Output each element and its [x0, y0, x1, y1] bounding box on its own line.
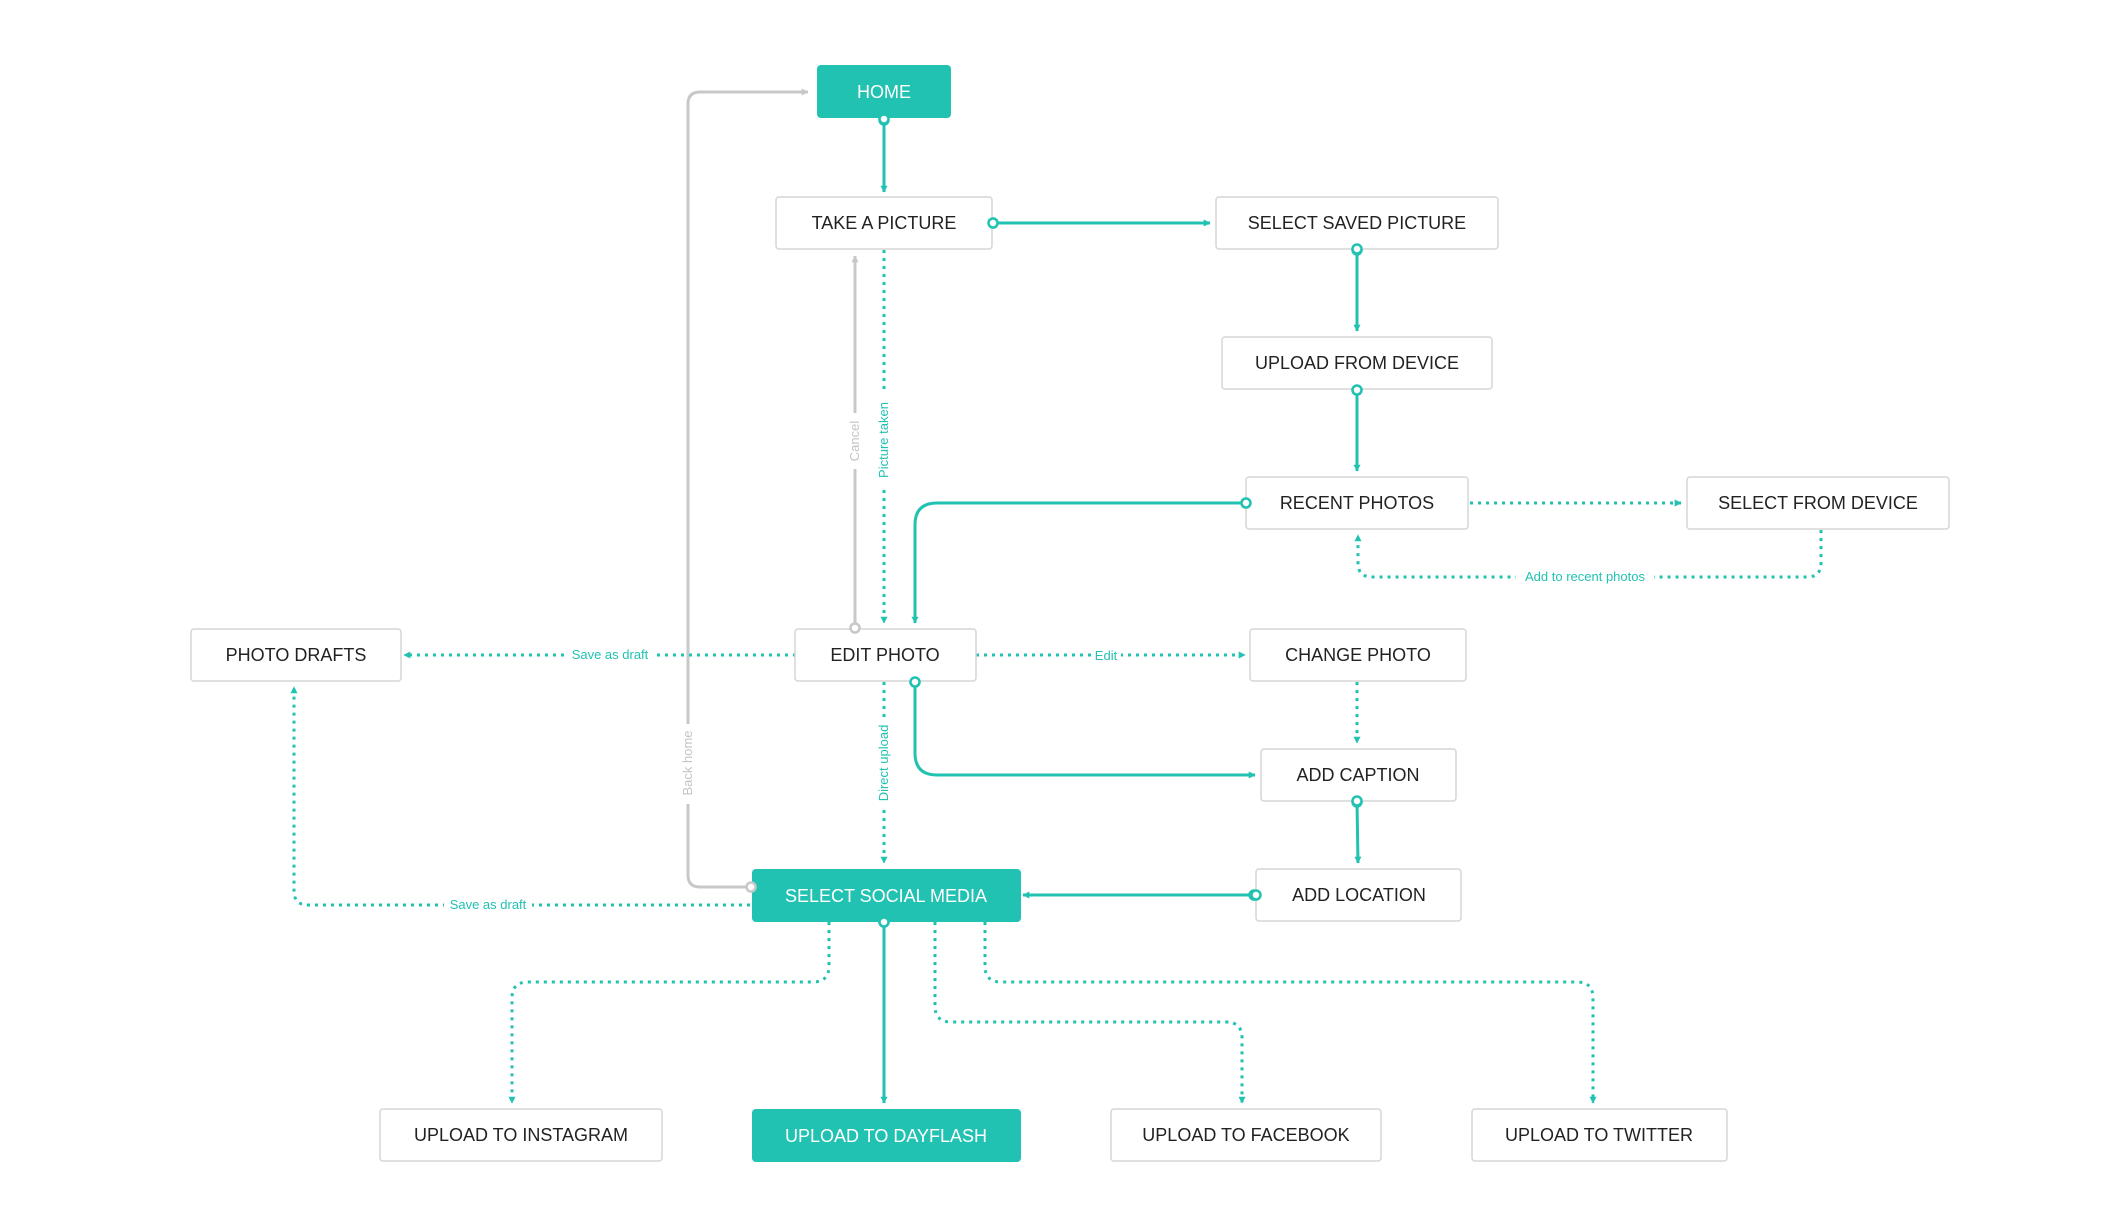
node-select-saved-picture[interactable]: SELECT SAVED PICTURE	[1215, 196, 1499, 250]
node-upload-to-twitter[interactable]: UPLOAD TO TWITTER	[1471, 1108, 1728, 1162]
node-upload-from-device[interactable]: UPLOAD FROM DEVICE	[1221, 336, 1493, 390]
node-upload-to-facebook-label: UPLOAD TO FACEBOOK	[1142, 1125, 1349, 1145]
port-dot	[1351, 795, 1363, 807]
node-upload-from-device-label: UPLOAD FROM DEVICE	[1255, 353, 1459, 373]
edge-labels: Picture taken Cancel Back home Direct up…	[444, 390, 1654, 914]
node-take-picture-label: TAKE A PICTURE	[812, 213, 957, 233]
node-change-photo-label: CHANGE PHOTO	[1285, 645, 1431, 665]
edge-social-to-instagram	[508, 922, 831, 1104]
node-upload-to-dayflash[interactable]: UPLOAD TO DAYFLASH	[752, 1109, 1021, 1162]
node-add-location[interactable]: ADD LOCATION	[1255, 868, 1462, 922]
node-upload-to-instagram-label: UPLOAD TO INSTAGRAM	[414, 1125, 628, 1145]
node-edit-photo[interactable]: EDIT PHOTO	[794, 628, 977, 682]
node-add-caption-label: ADD CAPTION	[1296, 765, 1419, 785]
node-upload-to-instagram[interactable]: UPLOAD TO INSTAGRAM	[379, 1108, 663, 1162]
node-add-caption[interactable]: ADD CAPTION	[1260, 748, 1457, 802]
port-markers	[745, 113, 1363, 928]
node-select-social-media[interactable]: SELECT SOCIAL MEDIA	[752, 869, 1021, 922]
port-dot	[849, 622, 861, 634]
node-change-photo[interactable]: CHANGE PHOTO	[1249, 628, 1467, 682]
port-dot	[878, 916, 890, 928]
port-dot	[909, 676, 921, 688]
node-photo-drafts-label: PHOTO DRAFTS	[226, 645, 367, 665]
node-take-picture[interactable]: TAKE A PICTURE	[775, 196, 993, 250]
edge-edit-to-caption	[913, 682, 1256, 779]
edge-caption-to-location	[1354, 801, 1362, 864]
node-recent-photos-label: RECENT PHOTOS	[1280, 493, 1434, 513]
edge-label-picture-taken: Picture taken	[876, 402, 891, 478]
node-home-label: HOME	[857, 82, 911, 102]
port-dot	[878, 113, 890, 125]
edge-label-save-as-draft-bottom: Save as draft	[450, 897, 527, 912]
edge-label-back-home: Back home	[680, 730, 695, 795]
node-select-from-device-label: SELECT FROM DEVICE	[1718, 493, 1918, 513]
node-upload-to-dayflash-label: UPLOAD TO DAYFLASH	[785, 1126, 987, 1146]
port-dot	[1240, 497, 1252, 509]
port-dot	[1351, 243, 1363, 255]
nodes: HOME TAKE A PICTURE SELECT SAVED PICTURE…	[190, 65, 1950, 1162]
node-add-location-label: ADD LOCATION	[1292, 885, 1426, 905]
edge-recent-to-edit	[911, 501, 1246, 624]
edge-label-edit: Edit	[1095, 648, 1118, 663]
node-select-social-media-label: SELECT SOCIAL MEDIA	[785, 886, 987, 906]
node-upload-to-twitter-label: UPLOAD TO TWITTER	[1505, 1125, 1693, 1145]
port-dot	[745, 881, 757, 893]
node-home[interactable]: HOME	[817, 65, 951, 118]
edge-label-cancel: Cancel	[847, 421, 862, 462]
edge-social-to-facebook	[933, 922, 1246, 1104]
edge-label-direct-upload: Direct upload	[876, 725, 891, 802]
node-upload-to-facebook[interactable]: UPLOAD TO FACEBOOK	[1110, 1108, 1382, 1162]
port-dot	[1351, 384, 1363, 396]
edge-label-add-to-recent: Add to recent photos	[1525, 569, 1645, 584]
node-photo-drafts[interactable]: PHOTO DRAFTS	[190, 628, 402, 682]
edges	[290, 88, 1823, 1104]
node-select-from-device[interactable]: SELECT FROM DEVICE	[1686, 476, 1950, 530]
edge-social-to-drafts	[290, 686, 750, 907]
edge-label-save-as-draft-top: Save as draft	[572, 647, 649, 662]
port-dot	[987, 217, 999, 229]
port-dot	[1250, 889, 1262, 901]
node-edit-photo-label: EDIT PHOTO	[830, 645, 939, 665]
node-select-saved-picture-label: SELECT SAVED PICTURE	[1248, 213, 1466, 233]
edge-back-home	[686, 88, 809, 889]
edge-social-to-twitter	[983, 922, 1597, 1104]
node-recent-photos[interactable]: RECENT PHOTOS	[1245, 476, 1469, 530]
